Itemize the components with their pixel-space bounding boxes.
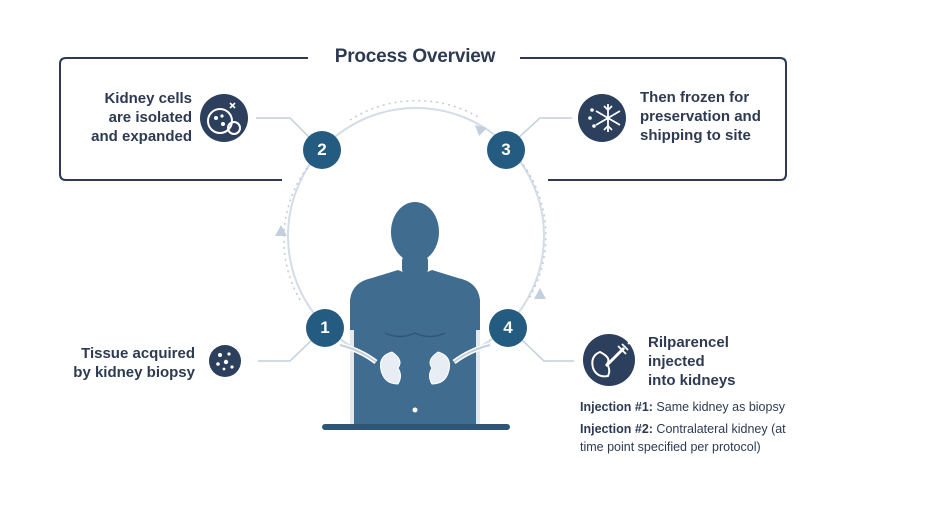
page-title: Process Overview bbox=[334, 46, 496, 67]
step-1-label: Tissue acquired by kidney biopsy bbox=[50, 344, 195, 382]
injection-2-label: Injection #2: bbox=[580, 422, 653, 436]
injection-notes: Injection #1: Same kidney as biopsy Inje… bbox=[580, 398, 840, 456]
injection-1-label: Injection #1: bbox=[580, 400, 653, 414]
kidney-left bbox=[380, 351, 401, 385]
step-1-line-1: Tissue acquired bbox=[81, 345, 195, 362]
biopsy-cells-icon bbox=[209, 345, 241, 377]
chest-line bbox=[384, 332, 446, 338]
step-3-label: Then frozen for preservation and shippin… bbox=[640, 88, 780, 145]
step-4-line-1: Rilparencel bbox=[648, 334, 729, 351]
step-2-line-1: Kidney cells bbox=[104, 90, 192, 107]
step-2-label: Kidney cells are isolated and expanded bbox=[62, 89, 192, 146]
figure-base bbox=[322, 424, 510, 430]
injection-2-note: Injection #2: Contralateral kidney (at bbox=[580, 420, 840, 438]
cycle-dashes-right bbox=[519, 159, 547, 301]
navel bbox=[412, 407, 418, 413]
injection-2-text-cont: time point specified per protocol) bbox=[580, 440, 761, 454]
connector-1 bbox=[258, 337, 315, 362]
step-4-line-3: into kidneys bbox=[648, 372, 736, 389]
connector-2 bbox=[256, 117, 313, 141]
injection-1-note: Injection #1: Same kidney as biopsy bbox=[580, 398, 840, 416]
cell-culture-icon bbox=[200, 94, 248, 142]
step-badge-2: 2 bbox=[303, 131, 341, 169]
arrow-right-down bbox=[534, 288, 546, 299]
step-3-line-3: shipping to site bbox=[640, 127, 751, 144]
snowflake-icon bbox=[578, 94, 626, 142]
arrow-top bbox=[475, 125, 487, 136]
step-3-line-2: preservation and bbox=[640, 108, 761, 125]
human-torso bbox=[350, 202, 480, 425]
kidney-right bbox=[429, 351, 450, 385]
arrow-up-left bbox=[275, 225, 287, 236]
step-4-label: Rilparencel injected into kidneys bbox=[648, 333, 768, 390]
overview-frame bbox=[59, 57, 787, 181]
arrow-into-left-kidney-inner bbox=[339, 344, 377, 363]
step-4-line-2: injected bbox=[648, 353, 705, 370]
injection-1-text: Same kidney as biopsy bbox=[656, 400, 785, 414]
step-2-line-2: are isolated bbox=[108, 109, 192, 126]
connector-3 bbox=[515, 117, 572, 141]
injection-2-text: Contralateral kidney (at bbox=[656, 422, 786, 436]
arrow-into-right-kidney-inner bbox=[453, 344, 491, 363]
step-3-line-1: Then frozen for bbox=[640, 89, 750, 106]
syringe-kidney-icon bbox=[583, 334, 635, 386]
step-1-line-2: by kidney biopsy bbox=[73, 364, 195, 381]
step-badge-4: 4 bbox=[489, 309, 527, 347]
step-2-line-3: and expanded bbox=[91, 128, 192, 145]
step-badge-1: 1 bbox=[306, 309, 344, 347]
step-badge-3: 3 bbox=[487, 131, 525, 169]
connector-4 bbox=[519, 337, 574, 362]
cycle-dashes-top bbox=[349, 99, 481, 121]
